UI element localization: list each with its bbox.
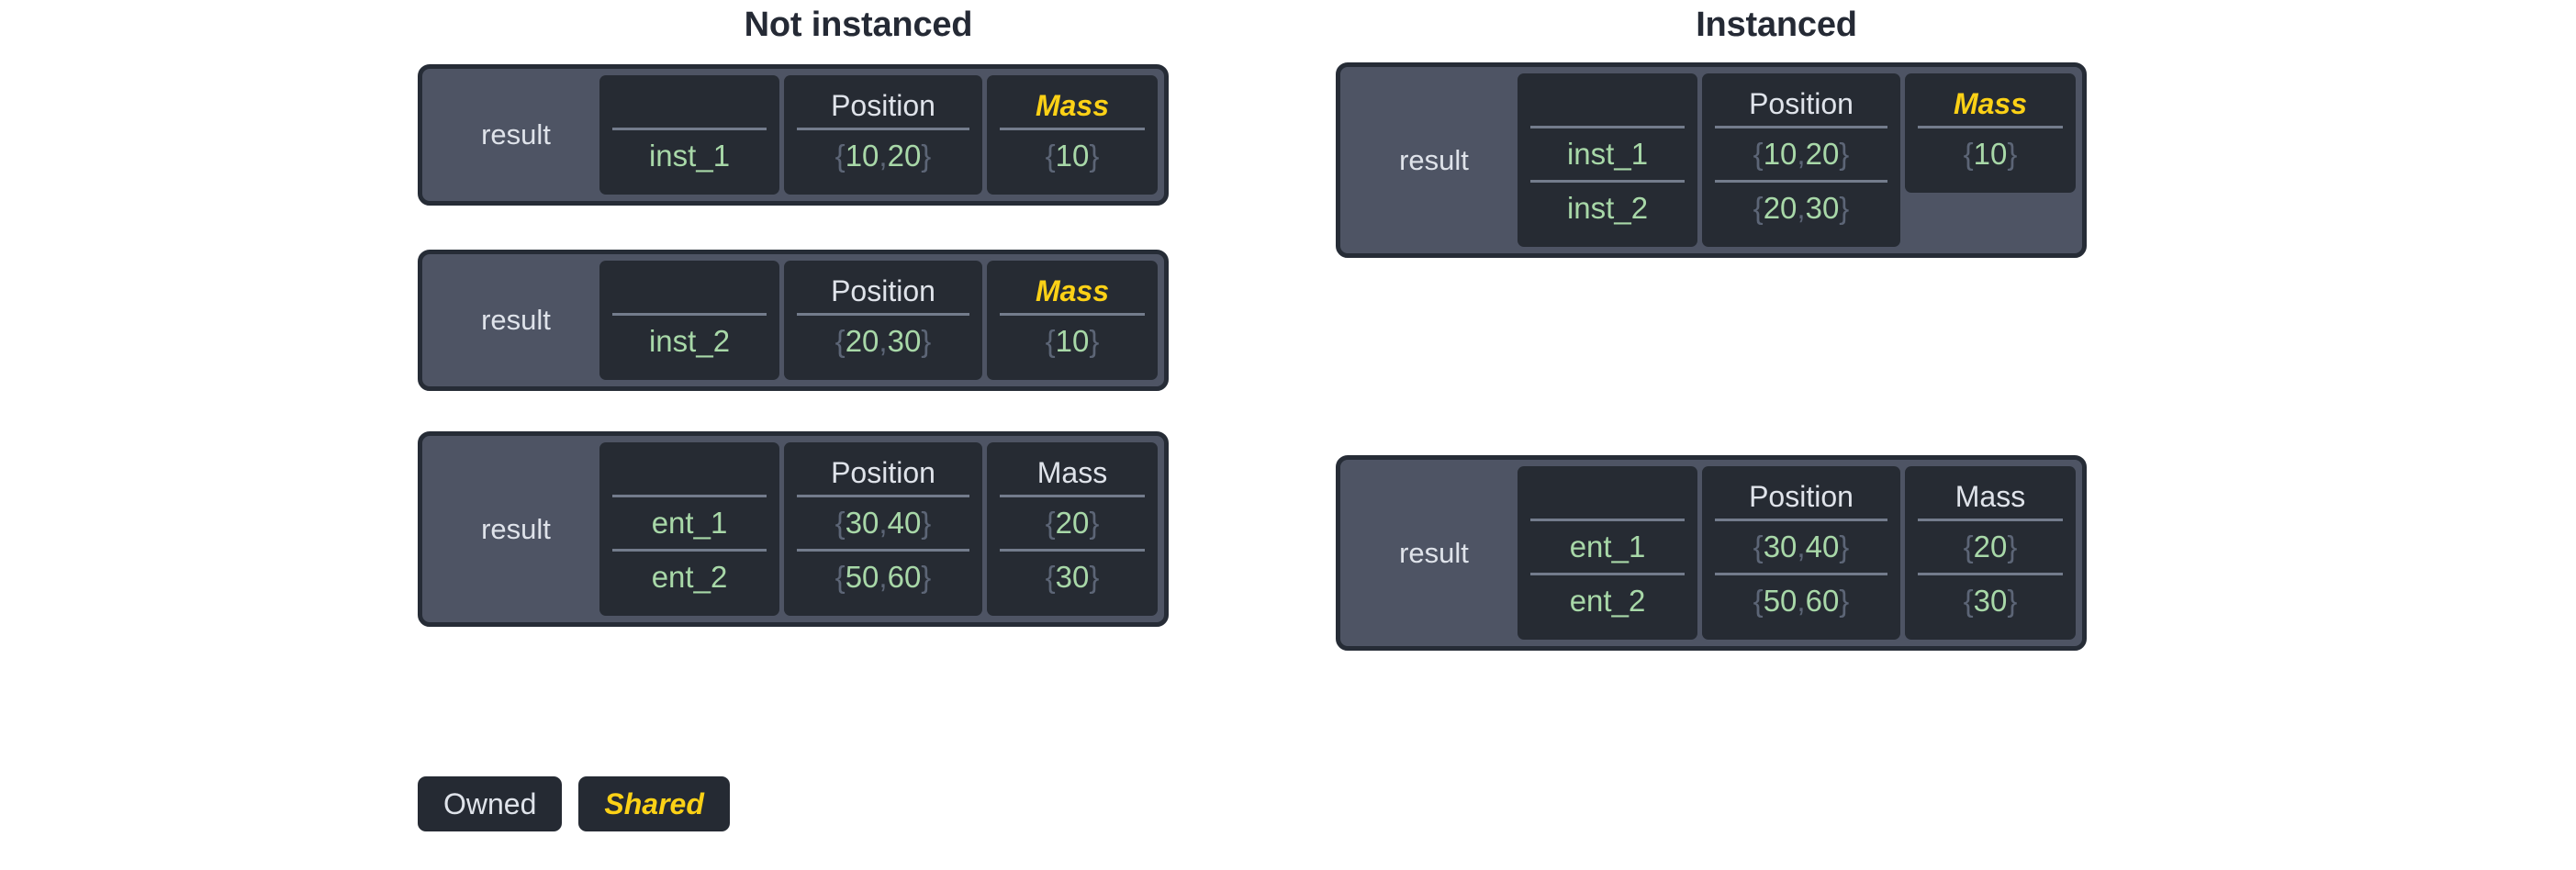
component-header-position: Position xyxy=(1749,86,1854,120)
column-title-not-instanced: Not instanced xyxy=(744,6,973,44)
legend: Owned Shared xyxy=(418,776,730,831)
table-label: result xyxy=(481,304,551,336)
component-header-position: Position xyxy=(831,88,935,122)
table-label: result xyxy=(481,118,551,151)
component-header-position: Position xyxy=(1749,479,1854,513)
component-header-position: Position xyxy=(831,273,935,307)
table-label: result xyxy=(1399,536,1469,569)
component-header-mass: Mass xyxy=(1035,273,1110,307)
table-label: result xyxy=(481,512,551,545)
component-header-mass: Mass xyxy=(1954,479,2026,513)
component-header-mass: Mass xyxy=(1953,86,2028,120)
legend-chip-owned: Owned xyxy=(418,776,563,831)
table-label: result xyxy=(1399,143,1469,176)
legend-chip-shared: Shared xyxy=(578,776,730,831)
column-title-instanced: Instanced xyxy=(1696,6,1857,44)
component-header-mass: Mass xyxy=(1036,455,1108,489)
component-header-mass: Mass xyxy=(1035,88,1110,122)
component-header-position: Position xyxy=(831,455,935,489)
